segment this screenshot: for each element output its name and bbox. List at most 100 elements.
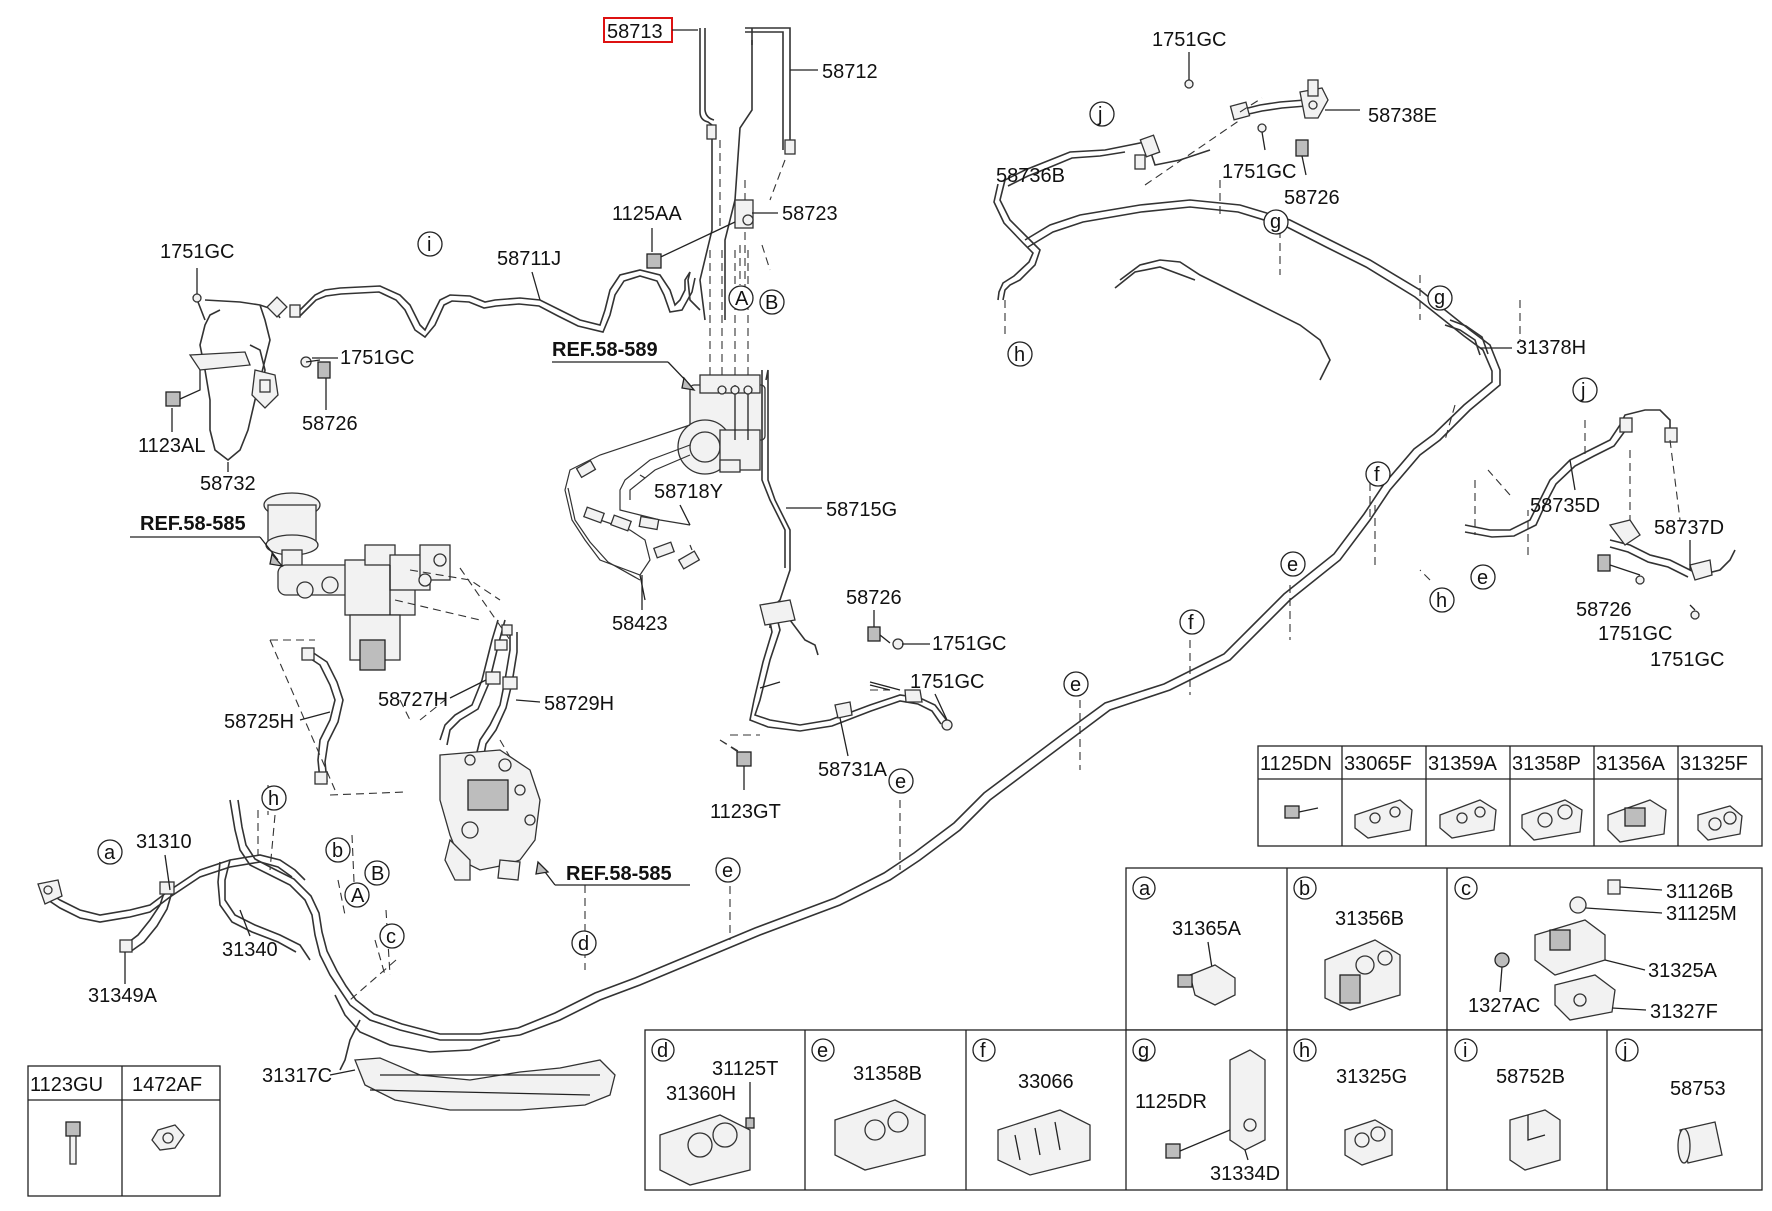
label-1751GC-d[interactable]: 1751GC [910, 671, 985, 693]
label-58726-c[interactable]: 58726 [1284, 187, 1340, 209]
tube-58735D[interactable] [1464, 409, 1671, 531]
label-1751GC-h[interactable]: 1751GC [1650, 649, 1725, 671]
brake-pedal-bracket[interactable] [439, 749, 541, 881]
label-58727H[interactable]: 58727H [378, 689, 448, 711]
callout-d[interactable]: d [571, 930, 597, 956]
label-58738E[interactable]: 58738E [1368, 105, 1437, 127]
label-58735D[interactable]: 58735D [1530, 495, 1600, 517]
hose-31378H[interactable] [1444, 319, 1489, 356]
label-58726-a[interactable]: 58726 [302, 413, 358, 435]
label-1751GC-c[interactable]: 1751GC [932, 633, 1007, 655]
callout-A-left[interactable]: A [344, 882, 370, 908]
bracket-58737D[interactable] [1608, 519, 1641, 546]
label-1751GC-e[interactable]: 1751GC [1152, 29, 1227, 51]
ref-58-585-a[interactable]: REF.58-585 [140, 513, 246, 535]
tube-58713[interactable] [699, 28, 713, 321]
label-58718Y[interactable]: 58718Y [654, 481, 723, 503]
abs-module[interactable] [677, 374, 766, 475]
detail-d[interactable]: d 31125T 31360H [651, 1038, 778, 1186]
label-1751GC-f[interactable]: 1751GC [1222, 161, 1297, 183]
label-58731A[interactable]: 58731A [818, 759, 888, 781]
bolt-58726-d[interactable] [1597, 554, 1611, 572]
callout-a[interactable]: a [97, 839, 123, 865]
label-58713[interactable]: 58713 [607, 21, 663, 43]
bracket-58738E[interactable] [1299, 79, 1329, 119]
label-58712[interactable]: 58712 [822, 61, 878, 83]
callout-i[interactable]: i [417, 231, 443, 257]
tube-31340[interactable] [217, 859, 311, 961]
callout-h-top[interactable]: h [1007, 341, 1033, 367]
bracket-58732[interactable] [188, 351, 251, 371]
bolt-58726-a[interactable] [317, 361, 331, 379]
detail-h[interactable]: h 31325G [1293, 1038, 1407, 1166]
label-58423[interactable]: 58423 [612, 613, 668, 635]
label-58736B[interactable]: 58736B [996, 165, 1065, 187]
label-58715G[interactable]: 58715G [826, 499, 897, 521]
callout-A-top[interactable]: A [728, 285, 754, 311]
callout-e-right[interactable]: e [1470, 564, 1496, 590]
hose-58729H[interactable] [474, 632, 511, 761]
heat-shield-31317C[interactable] [354, 1057, 616, 1111]
clip-1751GC-d[interactable] [941, 719, 953, 731]
clip-1751GC-g[interactable] [1635, 575, 1645, 585]
callout-g-right[interactable]: g [1427, 285, 1453, 311]
detail-f[interactable]: f 33066 [972, 1038, 1091, 1176]
label-58737D[interactable]: 58737D [1654, 517, 1724, 539]
tube-58736B[interactable] [1004, 141, 1211, 181]
callout-h-left[interactable]: h [261, 785, 287, 811]
callout-f-2[interactable]: f [1179, 609, 1205, 635]
detail-b[interactable]: b 31356B [1293, 876, 1404, 1011]
callout-B-top[interactable]: B [759, 289, 785, 315]
callout-e-3[interactable]: e [888, 768, 914, 794]
callout-g-top[interactable]: g [1263, 209, 1289, 235]
master-cylinder[interactable] [263, 492, 451, 671]
label-1751GC-a[interactable]: 1751GC [160, 241, 235, 263]
bolt-58726-b[interactable] [867, 626, 881, 642]
ref-58-589[interactable]: REF.58-589 [552, 339, 658, 361]
bolt-1123AL[interactable] [165, 391, 181, 407]
hose-58725H[interactable] [304, 654, 336, 781]
detail-j[interactable]: j 58753 [1615, 1038, 1726, 1164]
label-58726-b[interactable]: 58726 [846, 587, 902, 609]
detail-c[interactable]: c 31126B 31125M 31325A 1327AC 31327F [1454, 876, 1737, 1023]
callout-j-right[interactable]: j [1572, 377, 1598, 403]
hose-58731A[interactable] [753, 604, 951, 726]
bolt-58726-c[interactable] [1295, 139, 1309, 157]
label-31349A[interactable]: 31349A [88, 985, 158, 1007]
label-1751GC-g[interactable]: 1751GC [1598, 623, 1673, 645]
hose-31349A[interactable] [124, 889, 173, 953]
callout-j-top[interactable]: j [1089, 101, 1115, 127]
clip-1751GC-c[interactable] [892, 638, 904, 650]
label-58732[interactable]: 58732 [200, 473, 256, 495]
clip-1751GC-h[interactable] [1690, 610, 1700, 620]
clip-1751GC-a[interactable] [192, 293, 202, 303]
label-31378H[interactable]: 31378H [1516, 337, 1586, 359]
detail-a[interactable]: a 31365A [1132, 876, 1242, 1006]
callout-e-2[interactable]: e [1063, 671, 1089, 697]
callout-B-left[interactable]: B [364, 860, 390, 886]
label-1123AL[interactable]: 1123AL [138, 435, 205, 457]
callout-c[interactable]: c [379, 923, 405, 949]
detail-i[interactable]: i 58752B [1454, 1038, 1565, 1171]
callout-h-right[interactable]: h [1429, 587, 1455, 613]
detail-g[interactable]: g 1125DR 31334D [1132, 1038, 1280, 1185]
label-1751GC-b[interactable]: 1751GC [340, 347, 415, 369]
ref-58-585-b[interactable]: REF.58-585 [566, 863, 672, 885]
bolt-1123GT[interactable] [736, 751, 752, 767]
clip-1751GC-f[interactable] [1257, 123, 1267, 133]
label-31340[interactable]: 31340 [222, 939, 278, 961]
label-31310[interactable]: 31310 [136, 831, 192, 853]
label-58726-d[interactable]: 58726 [1576, 599, 1632, 621]
label-58725H[interactable]: 58725H [224, 711, 294, 733]
label-58729H[interactable]: 58729H [544, 693, 614, 715]
bolt-1125AA[interactable] [646, 253, 662, 269]
hose-58727H[interactable] [439, 619, 499, 741]
label-1123GT[interactable]: 1123GT [710, 801, 781, 823]
callout-b[interactable]: b [325, 837, 351, 863]
callout-e-1[interactable]: e [1280, 551, 1306, 577]
label-31317C[interactable]: 31317C [262, 1065, 332, 1087]
label-1125AA[interactable]: 1125AA [612, 203, 682, 225]
callout-f-1[interactable]: f [1365, 461, 1391, 487]
label-58723[interactable]: 58723 [782, 203, 838, 225]
callout-e-4[interactable]: e [715, 857, 741, 883]
